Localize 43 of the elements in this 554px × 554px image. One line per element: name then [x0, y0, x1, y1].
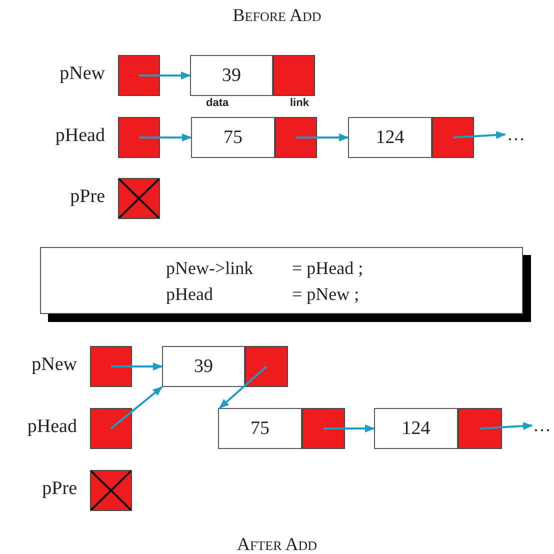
- pointer-cell: [245, 346, 288, 387]
- variable-name: pNew: [58, 63, 105, 85]
- pointer-cell: [302, 408, 345, 449]
- data-cell: 124: [374, 408, 458, 449]
- null-pointer-cell: [90, 470, 132, 511]
- arrow: [296, 134, 349, 142]
- arrow: [452, 131, 506, 139]
- data-cell: 75: [218, 408, 302, 449]
- arrow: [111, 362, 163, 370]
- ellipsis: …: [532, 413, 552, 438]
- data-cell: 124: [348, 117, 432, 158]
- variable-name: pPre: [69, 186, 105, 208]
- pointer-cell: [90, 408, 132, 449]
- code-line: = pHead ;: [292, 256, 364, 280]
- null-pointer-cell: [118, 178, 160, 219]
- code-line: = pNew ;: [292, 282, 360, 306]
- arrow: [324, 424, 375, 432]
- pointer-cell: [458, 408, 502, 449]
- variable-name: pPre: [41, 478, 77, 500]
- data-cell: 75: [191, 117, 275, 158]
- arrow: [139, 134, 192, 142]
- arrow: [218, 366, 268, 409]
- caption: After Add: [236, 534, 318, 554]
- field-label: data: [206, 97, 229, 109]
- field-label: link: [290, 97, 309, 109]
- pointer-cell: [118, 55, 160, 96]
- caption: Before Add: [232, 5, 322, 26]
- arrow: [110, 386, 163, 430]
- pointer-cell: [118, 117, 160, 158]
- variable-name: pHead: [26, 416, 77, 438]
- code-line: pNew->link: [166, 256, 254, 280]
- pointer-cell: [275, 117, 317, 158]
- pointer-cell: [90, 346, 132, 387]
- data-cell: 39: [190, 55, 273, 96]
- ellipsis: …: [505, 122, 527, 147]
- variable-name: pNew: [30, 354, 77, 376]
- arrow: [139, 72, 191, 80]
- arrow: [480, 422, 533, 430]
- pointer-cell: [432, 117, 474, 158]
- data-cell: 39: [162, 346, 245, 387]
- variable-name: pHead: [54, 125, 105, 147]
- code-line: pHead: [166, 282, 214, 306]
- pointer-cell: [273, 55, 315, 96]
